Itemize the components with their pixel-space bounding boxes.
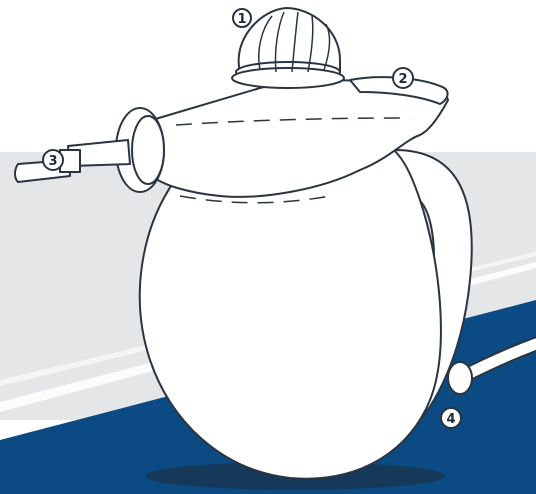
power-cord <box>447 336 536 395</box>
callout-number-4: 4 <box>446 412 455 427</box>
seam-lines <box>175 117 411 204</box>
steamer-body <box>14 7 473 480</box>
callout-number-3: 3 <box>48 154 57 169</box>
callout-number-2: 2 <box>398 72 407 87</box>
callout-3: 3 <box>42 149 64 171</box>
callout-2: 2 <box>392 67 414 89</box>
cap-ribs <box>258 11 331 73</box>
callout-number-1: 1 <box>237 12 246 27</box>
callout-1: 1 <box>232 8 252 28</box>
callout-4: 4 <box>440 407 462 429</box>
